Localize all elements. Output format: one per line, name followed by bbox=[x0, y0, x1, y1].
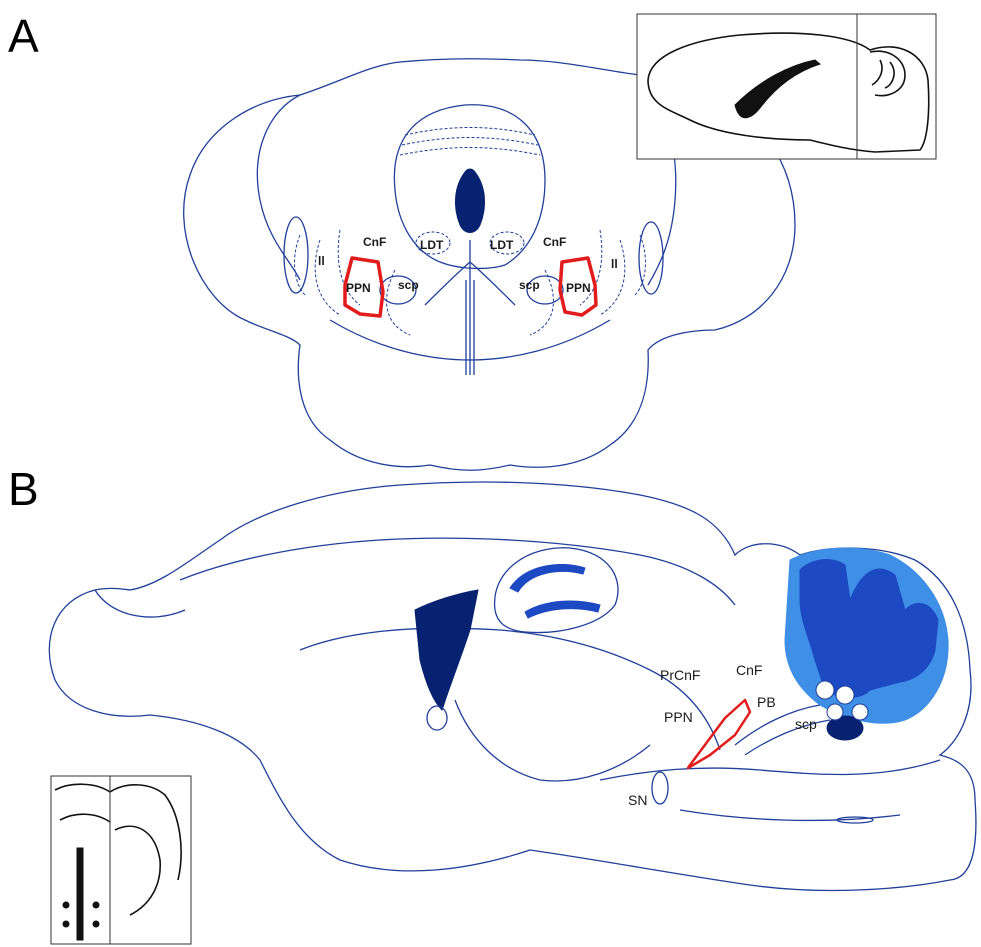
ventricle-tip bbox=[427, 706, 447, 730]
ppn-highlight bbox=[688, 700, 750, 768]
label-prcnf: PrCnF bbox=[660, 667, 700, 683]
label-scp: scp bbox=[795, 716, 817, 732]
inset-dot-3 bbox=[63, 921, 69, 927]
right-lateral-oval bbox=[639, 222, 663, 294]
inset-sagittal-thumbnail bbox=[637, 14, 936, 159]
label-cnf-right: CnF bbox=[543, 235, 566, 249]
hippocampus-fill-upper bbox=[510, 564, 585, 592]
left-lateral-oval bbox=[284, 217, 308, 293]
left-lobe bbox=[257, 95, 300, 280]
inset-dot-1 bbox=[63, 902, 69, 908]
label-ppn-left: PPN bbox=[346, 281, 371, 295]
label-cnf: CnF bbox=[736, 662, 762, 678]
inset-frame bbox=[637, 14, 936, 159]
thalamus-contour bbox=[455, 700, 650, 781]
hippocampus-outline bbox=[495, 548, 618, 633]
brainstem-contour bbox=[600, 760, 940, 780]
inset-coronal-midline bbox=[77, 848, 83, 940]
panel-b: B PrCnF bbox=[8, 463, 976, 944]
inset-dot-4 bbox=[93, 921, 99, 927]
label-scp-left: scp bbox=[398, 278, 419, 292]
panel-b-letter: B bbox=[8, 463, 39, 515]
label-il-left: ll bbox=[318, 254, 325, 268]
olfactory-bulb-line bbox=[95, 590, 185, 617]
inset-coronal-thumbnail bbox=[51, 776, 191, 944]
panel-a: A ll ll CnF CnF LDT LDT PPN bbox=[8, 10, 936, 470]
hippocampus-fill-lower bbox=[525, 601, 600, 618]
lower-brainstem-line bbox=[680, 810, 900, 820]
label-pb: PB bbox=[757, 694, 776, 710]
label-ppn-right: PPN bbox=[566, 281, 591, 295]
midbrain-contour bbox=[300, 628, 720, 750]
lateral-ventricle bbox=[415, 590, 478, 710]
midline bbox=[466, 240, 474, 375]
panel-a-letter: A bbox=[8, 10, 39, 62]
label-cnf-left: CnF bbox=[363, 235, 386, 249]
label-ldt-right: LDT bbox=[490, 238, 514, 252]
inset-dot-2 bbox=[93, 902, 99, 908]
label-ppn: PPN bbox=[664, 709, 693, 725]
label-ldt-left: LDT bbox=[420, 238, 444, 252]
tectum-lines bbox=[400, 128, 540, 156]
label-il-right: ll bbox=[611, 257, 618, 271]
label-sn: SN bbox=[628, 792, 647, 808]
sn-region bbox=[652, 772, 668, 804]
label-scp-right: scp bbox=[519, 278, 540, 292]
aqueduct bbox=[455, 169, 484, 233]
